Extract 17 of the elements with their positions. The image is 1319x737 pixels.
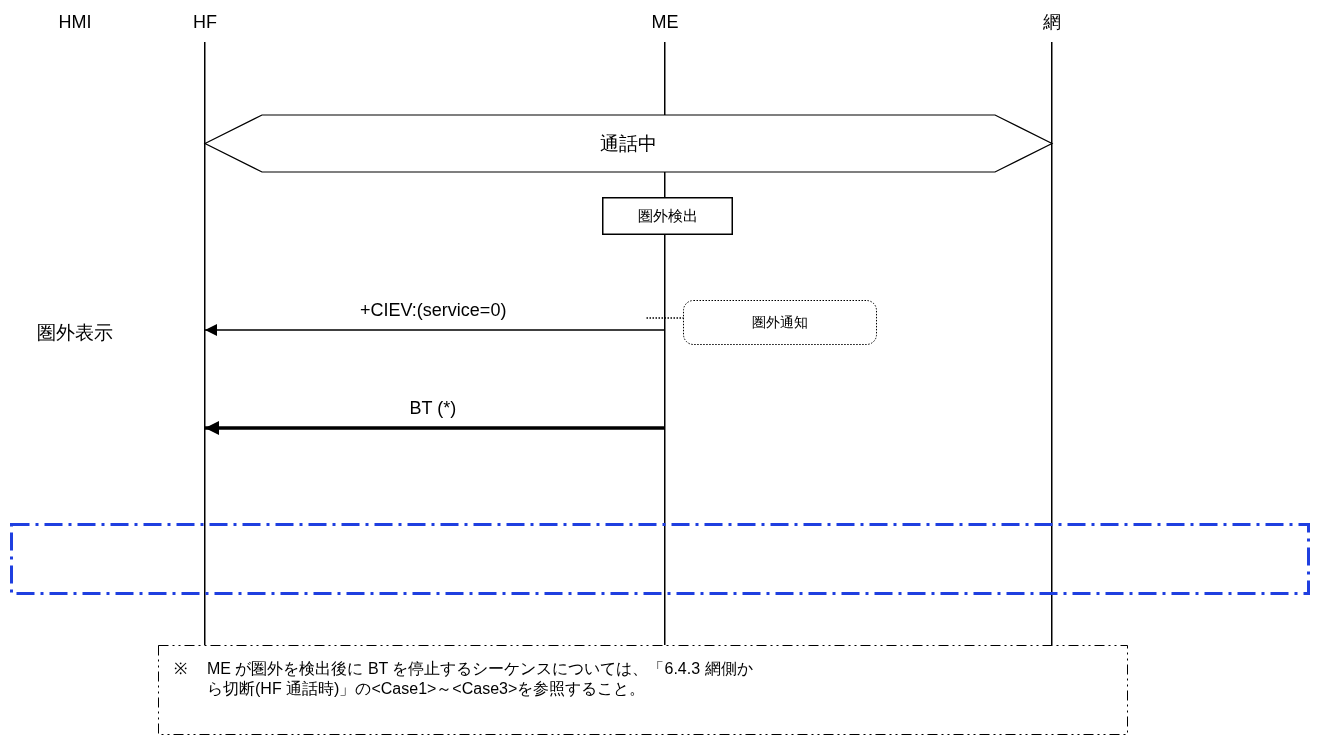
reference-mark: ※ — [174, 659, 187, 679]
process-label: 圏外検出 — [637, 206, 698, 226]
note-box — [158, 645, 1128, 735]
participant-label: 網 — [1042, 11, 1062, 34]
participant-label: HF — [192, 11, 218, 34]
state-label: 通話中 — [600, 131, 657, 156]
annotation-label: 圏外表示 — [37, 321, 113, 345]
participant-label: ME — [650, 11, 680, 34]
participant-label: HMI — [57, 11, 93, 34]
note-text: ME が圏外を検出後に BT を停止するシーケンスについては、「6.4.3 網側から切断(HF 通話時)」の<Case1>～<Case3>を参照すること。 — [207, 659, 754, 699]
process-box — [602, 197, 733, 235]
callout-bubble — [683, 300, 877, 345]
callout-text: 圏外通知 — [752, 313, 808, 332]
dashdot-frame — [10, 523, 1310, 595]
message-label: +CIEV:(service=0) — [358, 300, 509, 321]
message-label: BT (*) — [407, 398, 459, 419]
state-band — [205, 115, 1052, 172]
